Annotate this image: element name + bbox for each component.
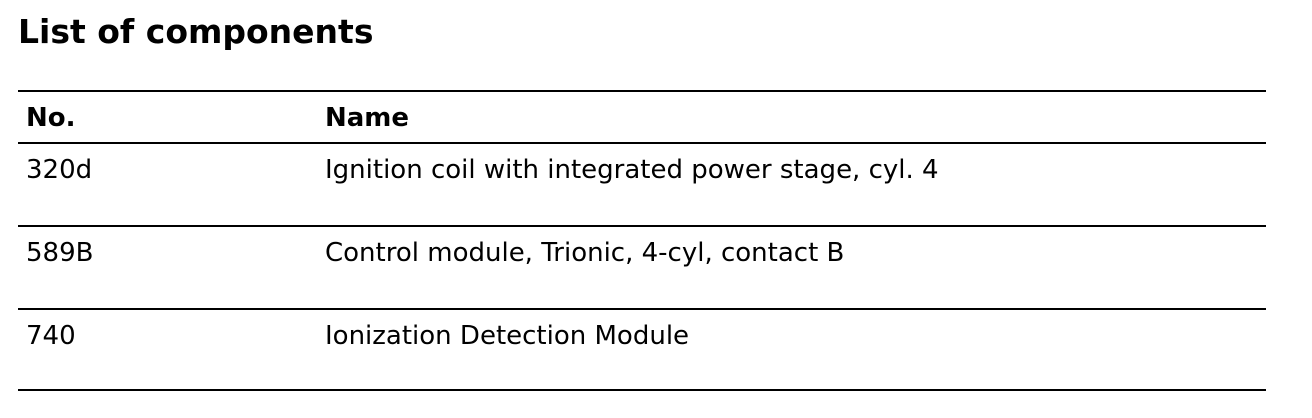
table-header-row: No. Name bbox=[18, 90, 1266, 142]
column-header-no: No. bbox=[26, 103, 76, 133]
table-row: 320d Ignition coil with integrated power… bbox=[18, 142, 1266, 225]
component-number: 740 bbox=[26, 321, 76, 351]
table-row: 589B Control module, Trionic, 4-cyl, con… bbox=[18, 225, 1266, 308]
column-header-name: Name bbox=[325, 103, 410, 133]
component-name: Control module, Trionic, 4-cyl, contact … bbox=[325, 238, 845, 268]
table-row: 740 Ionization Detection Module bbox=[18, 308, 1266, 391]
component-number: 320d bbox=[26, 155, 93, 185]
component-name: Ignition coil with integrated power stag… bbox=[325, 155, 939, 185]
component-name: Ionization Detection Module bbox=[325, 321, 690, 351]
component-number: 589B bbox=[26, 238, 94, 268]
page-title: List of components bbox=[18, 12, 374, 51]
components-table: No. Name 320d Ignition coil with integra… bbox=[18, 90, 1266, 391]
